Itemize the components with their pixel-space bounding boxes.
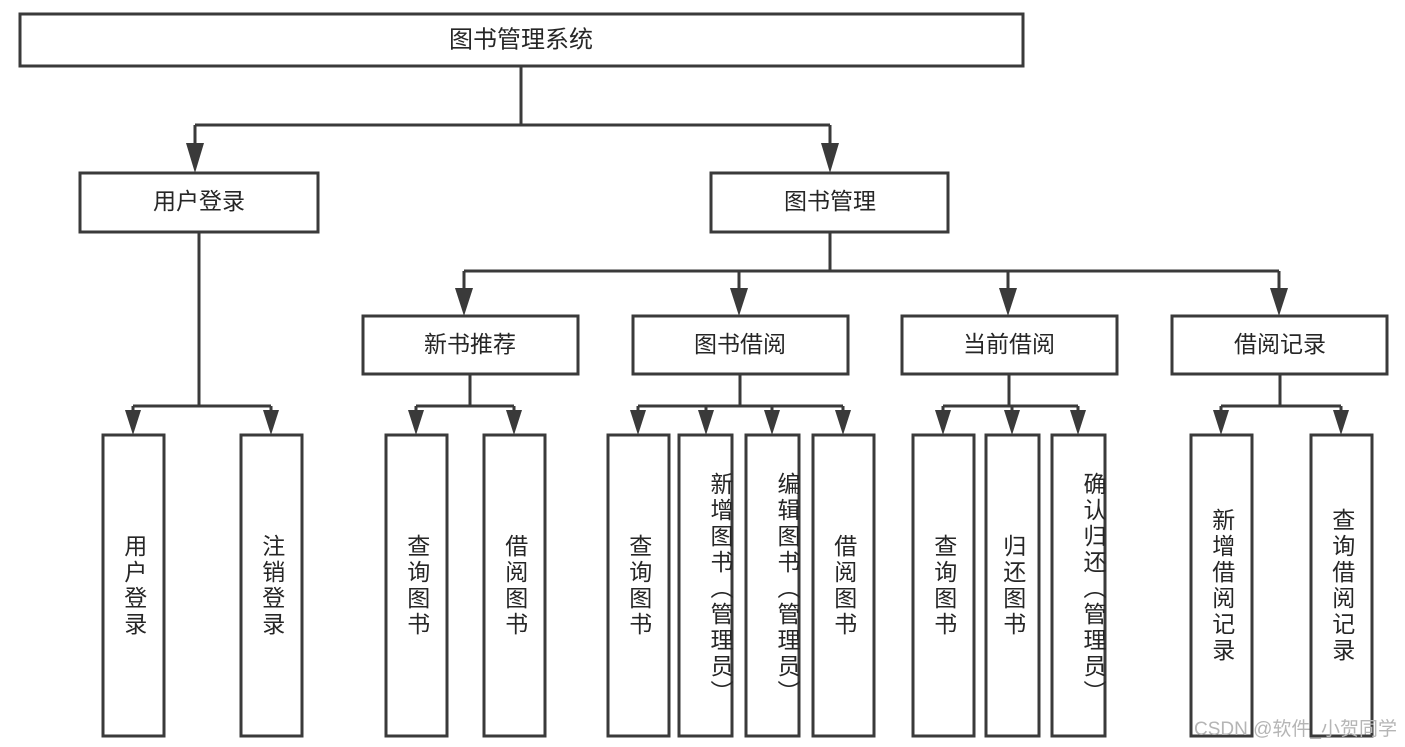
connector-group-borrow-records — [1213, 374, 1349, 435]
node-book-borrow-box — [631, 314, 850, 376]
arrow-head-to-leaf-add-borrow-record — [1213, 410, 1229, 435]
node-book-borrow[interactable]: 图书借阅 — [631, 314, 850, 376]
node-borrow-records[interactable]: 借阅记录 — [1170, 314, 1389, 376]
arrow-head-to-borrow-records — [1270, 288, 1288, 316]
connector-group-book-borrow — [630, 374, 851, 435]
node-current-borrow-label: 当前借阅 — [963, 331, 1055, 357]
arrow-head-to-leaf-return-book — [1004, 410, 1020, 435]
node-book-management-label: 图书管理 — [784, 188, 876, 214]
node-root-box — [18, 12, 1025, 68]
connector-group-root — [186, 66, 839, 173]
node-leaf-confirm-return-admin-box[interactable] — [1050, 433, 1107, 738]
arrow-head-to-leaf-query-borrow-record — [1333, 410, 1349, 435]
node-book-management[interactable]: 图书管理 — [709, 171, 950, 234]
node-leaf-query-borrow-record-box[interactable] — [1309, 433, 1374, 738]
watermark-text: CSDN @软件_小贺同学 — [1194, 719, 1397, 740]
node-leaf-query-book-borrow-box[interactable] — [606, 433, 671, 738]
node-current-borrow-box — [900, 314, 1119, 376]
node-new-book-recommend[interactable]: 新书推荐 — [361, 314, 580, 376]
arrow-head-to-user-login — [186, 143, 204, 173]
node-root-label: 图书管理系统 — [449, 26, 593, 53]
node-borrow-records-label: 借阅记录 — [1234, 331, 1326, 357]
node-current-borrow[interactable]: 当前借阅 — [900, 314, 1119, 376]
arrow-head-to-leaf-edit-book-admin — [764, 410, 780, 435]
connector-group-book-management — [455, 232, 1288, 316]
node-user-login-label: 用户登录 — [153, 188, 245, 214]
node-new-book-recommend-box — [361, 314, 580, 376]
arrow-head-to-leaf-query-book-borrow — [630, 410, 646, 435]
node-book-management-box — [709, 171, 950, 234]
node-leaf-borrow-book-box[interactable] — [811, 433, 876, 738]
connector-group-user-login — [125, 232, 279, 435]
node-leaf-edit-book-admin-box[interactable] — [744, 433, 801, 738]
node-new-book-recommend-label: 新书推荐 — [424, 331, 516, 357]
node-leaf-query-book-current-box[interactable] — [911, 433, 976, 738]
arrow-head-to-leaf-query-book-recommend — [408, 410, 424, 435]
node-leaf-logout-login-box[interactable] — [239, 433, 304, 738]
arrow-head-to-leaf-add-book-admin — [698, 410, 714, 435]
arrow-head-to-current-borrow — [999, 288, 1017, 316]
node-user-login[interactable]: 用户登录 — [78, 171, 320, 234]
node-leaf-query-book-recommend-box[interactable] — [384, 433, 449, 738]
arrow-head-to-book-borrow — [730, 288, 748, 316]
arrow-head-to-leaf-logout-login — [263, 410, 279, 435]
node-leaf-user-login-box[interactable] — [101, 433, 166, 738]
arrow-head-to-leaf-borrow-book — [835, 410, 851, 435]
arrow-head-to-leaf-borrow-book-recommend — [506, 410, 522, 435]
node-book-borrow-label: 图书借阅 — [694, 331, 786, 357]
arrow-head-to-leaf-query-book-current — [935, 410, 951, 435]
arrow-head-to-new-book-recommend — [455, 288, 473, 316]
arrow-head-to-book-management — [821, 143, 839, 173]
node-leaf-add-book-admin-box[interactable] — [677, 433, 734, 738]
connector-group-current-borrow — [935, 374, 1086, 435]
node-borrow-records-box — [1170, 314, 1389, 376]
node-leaf-return-book-box[interactable] — [984, 433, 1041, 738]
node-leaf-borrow-book-recommend-box[interactable] — [482, 433, 547, 738]
arrow-head-to-leaf-user-login — [125, 410, 141, 435]
node-user-login-box — [78, 171, 320, 234]
node-root[interactable]: 图书管理系统 — [18, 12, 1025, 68]
connector-group-new-book-recommend — [408, 374, 522, 435]
node-leaf-add-borrow-record-box[interactable] — [1189, 433, 1254, 738]
arrow-head-to-leaf-confirm-return-admin — [1070, 410, 1086, 435]
